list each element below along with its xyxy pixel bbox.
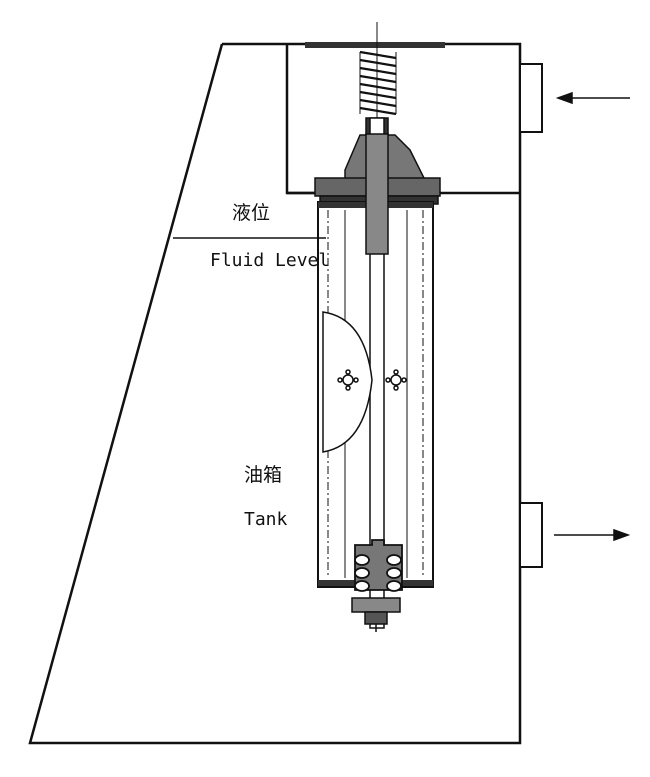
bottom-spring bbox=[354, 539, 403, 592]
hole-pattern-left bbox=[337, 369, 359, 391]
outlet-arrow bbox=[554, 528, 631, 542]
tank-label-cn: 油箱 bbox=[244, 464, 283, 486]
hole-pattern-right bbox=[385, 369, 407, 391]
fluid-level-label-cn: 液位 bbox=[232, 202, 271, 224]
inlet-pipe bbox=[519, 63, 543, 133]
float-bulge bbox=[322, 311, 373, 453]
tank-label-en: Tank bbox=[244, 509, 288, 530]
inlet-arrow bbox=[555, 91, 630, 105]
central-rod bbox=[365, 117, 389, 629]
top-cover-plate bbox=[305, 42, 445, 48]
top-spring bbox=[359, 50, 397, 116]
fluid-level-label-en: Fluid Level bbox=[210, 250, 330, 271]
tank-outline bbox=[28, 42, 522, 745]
bottom-nut bbox=[351, 597, 401, 632]
outlet-pipe bbox=[519, 502, 543, 568]
